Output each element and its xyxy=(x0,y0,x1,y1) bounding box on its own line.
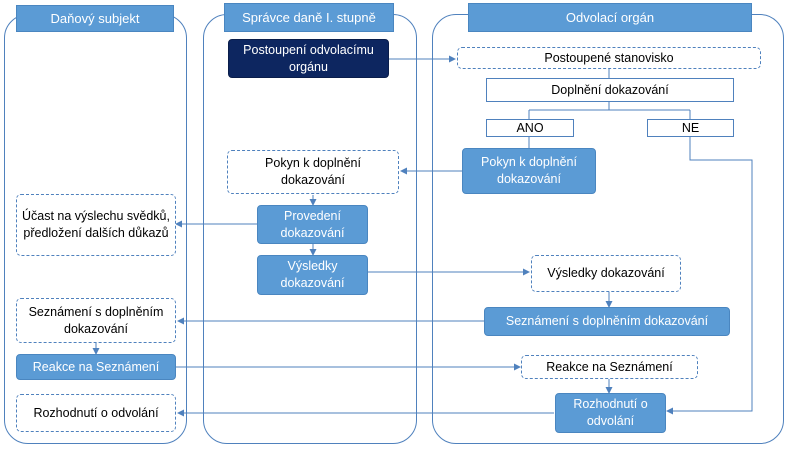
admin-results: Výsledky dokazování xyxy=(257,255,368,295)
admin-execution: Provedení dokazování xyxy=(257,205,368,244)
appeal-supplement: Doplnění dokazování xyxy=(486,78,734,102)
lane-header-administrator: Správce daně I. stupně xyxy=(224,3,394,32)
appeal-reaction: Reakce na Seznámení xyxy=(521,355,698,379)
appeal-acquaint: Seznámení s doplněním dokazování xyxy=(484,307,730,336)
taxpayer-decision: Rozhodnutí o odvolání xyxy=(16,394,176,432)
admin-instruction: Pokyn k doplnění dokazování xyxy=(227,150,399,194)
appeal-referred-opinion: Postoupené stanovisko xyxy=(457,47,761,69)
appeal-decision: Rozhodnutí o odvolání xyxy=(555,393,666,433)
appeal-yes: ANO xyxy=(486,119,574,137)
appeal-results: Výsledky dokazování xyxy=(531,255,681,292)
appeal-no: NE xyxy=(647,119,734,137)
taxpayer-reaction: Reakce na Seznámení xyxy=(16,354,176,380)
appeal-instruction: Pokyn k doplnění dokazování xyxy=(462,148,596,194)
lane-header-appeal: Odvolací orgán xyxy=(468,3,752,32)
taxpayer-acquaint: Seznámení s doplněním dokazování xyxy=(16,298,176,343)
lane-header-taxpayer: Daňový subjekt xyxy=(16,5,174,32)
taxpayer-participation: Účast na výslechu svědků, předložení dal… xyxy=(16,194,176,256)
admin-referral: Postoupení odvolacímu orgánu xyxy=(228,39,389,78)
